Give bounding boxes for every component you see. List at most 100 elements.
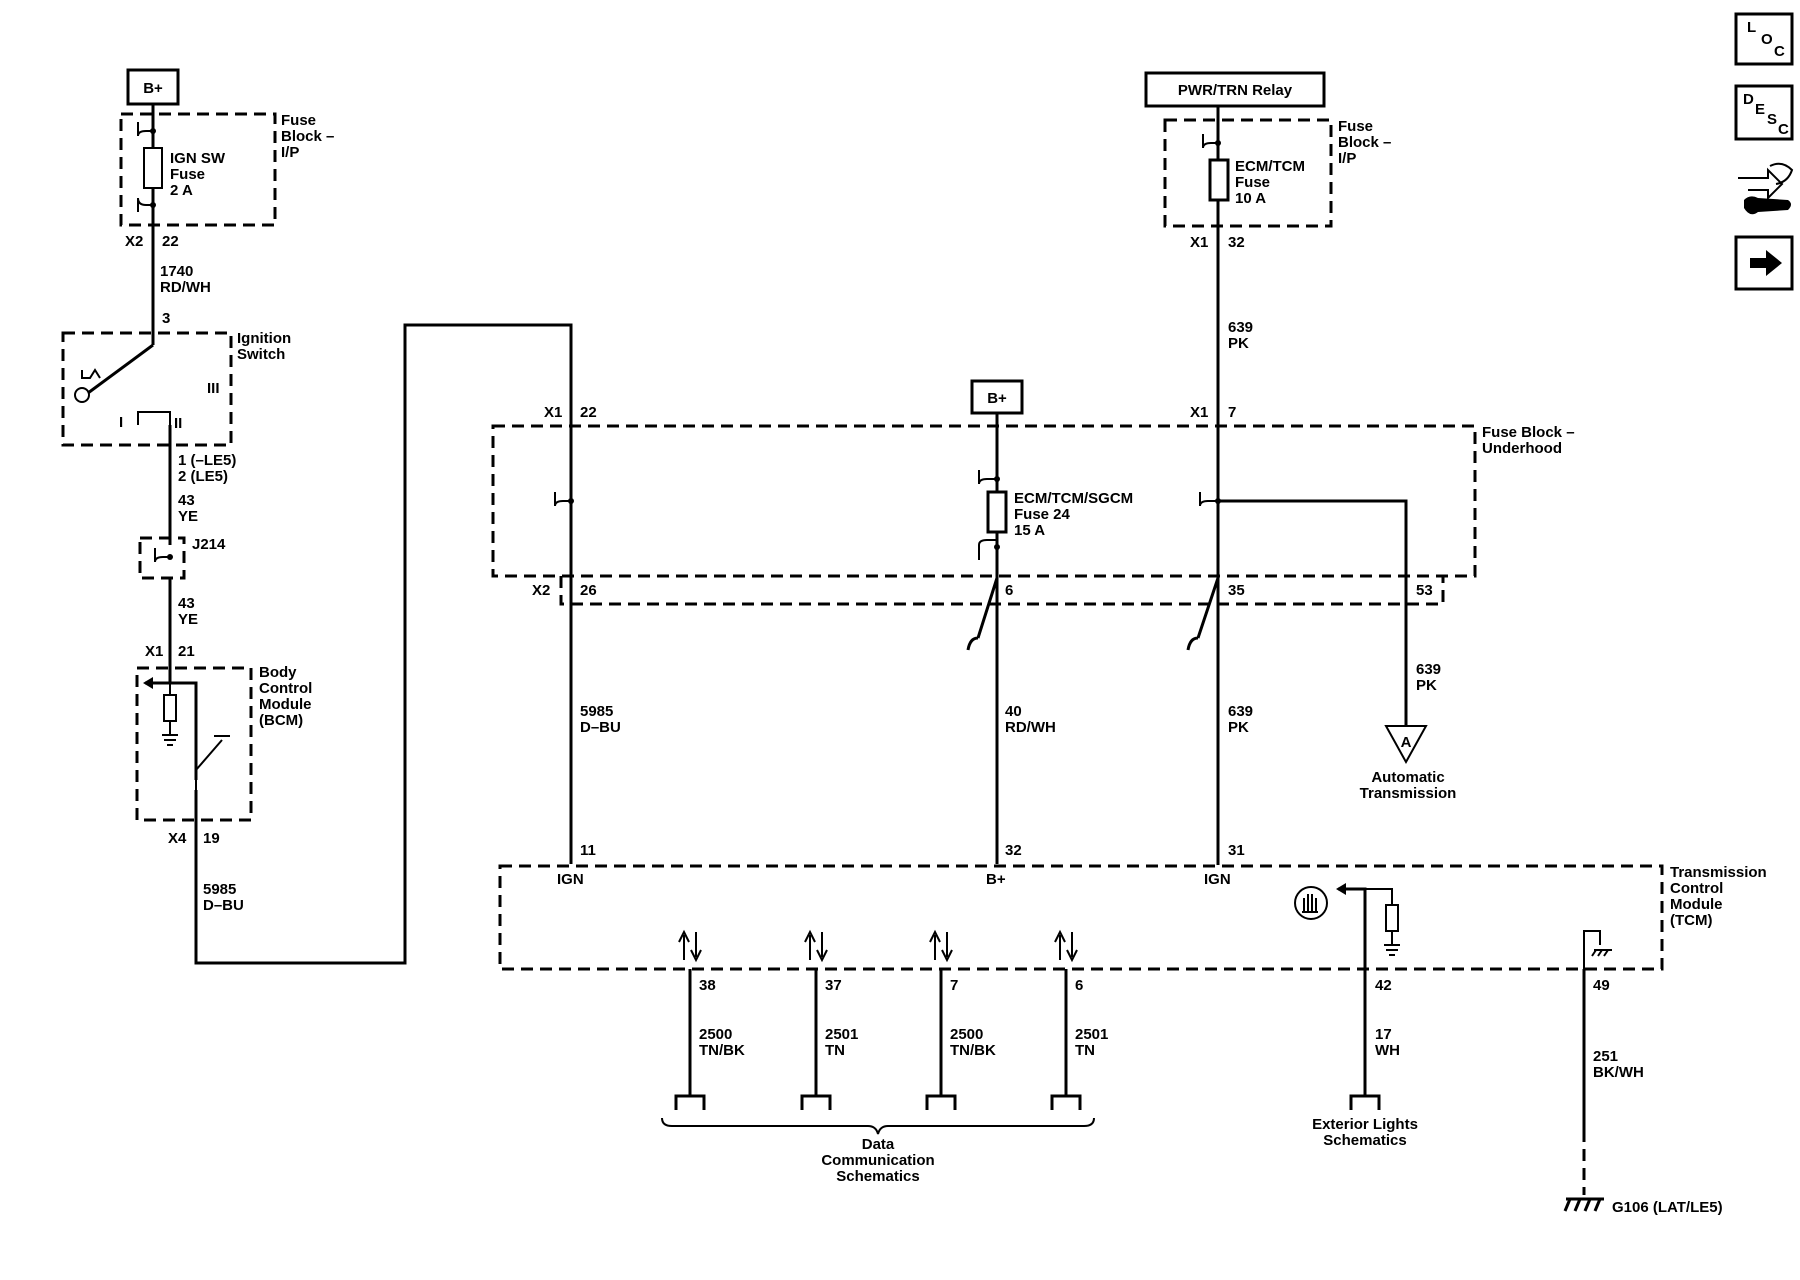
wire-43b-color: YE xyxy=(178,611,198,628)
conn-x2-left: X2 xyxy=(125,233,143,250)
pin-31-tcm: 31 xyxy=(1228,842,1245,859)
bidirectional-arrow-icon xyxy=(678,929,702,963)
wire-251-color: BK/WH xyxy=(1593,1064,1644,1081)
pin-35-underhood: 35 xyxy=(1228,582,1245,599)
wire-5985-mid-color: D–BU xyxy=(580,719,621,736)
ignition-switch-l2: Switch xyxy=(237,346,285,363)
desc-letter-e: E xyxy=(1755,101,1765,118)
underhood-title-l1: Fuse Block – xyxy=(1482,424,1575,441)
wire-1740-num: 1740 xyxy=(160,263,193,280)
ecm-fuse-l2: Fuse xyxy=(1235,174,1270,191)
wire-639-mid-num: 639 xyxy=(1228,703,1253,720)
loc-letter-o: O xyxy=(1761,31,1773,48)
fuse-block-underhood-box xyxy=(491,424,1477,578)
tcm-pin-42: 42 xyxy=(1375,977,1392,994)
next-arrow-button[interactable] xyxy=(1734,235,1794,291)
mid-wires: 5985 D–BU 40 RD/WH 639 PK 639 PK A Autom… xyxy=(580,661,1456,802)
pin-53-underhood: 53 xyxy=(1416,582,1433,599)
conn-x1-underhood-b: X1 xyxy=(1190,404,1208,421)
conn-x1-underhood-a: X1 xyxy=(544,404,562,421)
tcm-resistor-icon xyxy=(1385,904,1399,932)
exterior-l2: Schematics xyxy=(1323,1132,1406,1149)
nav-icons: L O C D E S C xyxy=(1734,12,1794,291)
wire-5985-left-num: 5985 xyxy=(203,881,236,898)
tcm-pin-6: 6 xyxy=(1075,977,1083,994)
ign-sw-fuse-icon xyxy=(143,147,163,189)
tcm-pin-38: 38 xyxy=(699,977,716,994)
ignition-key-icon xyxy=(74,387,90,403)
ecm-tcm-fuse-icon xyxy=(1208,158,1230,202)
wire-639b-num: 639 xyxy=(1416,661,1441,678)
wire-639-top-color: PK xyxy=(1228,335,1249,352)
bidirectional-arrow-icon xyxy=(804,929,828,963)
tcm-title-l3: Module xyxy=(1670,896,1723,913)
wire-5985-mid-num: 5985 xyxy=(580,703,613,720)
loc-button[interactable]: L O C xyxy=(1734,12,1794,66)
bplus-underhood-label: B+ xyxy=(987,390,1007,407)
conn-x2-underhood: X2 xyxy=(532,582,550,599)
fuse-block-ip-right-l1: Fuse xyxy=(1338,118,1373,135)
underhood-title-l2: Underhood xyxy=(1482,440,1562,457)
conn-x1-bcm: X1 xyxy=(145,643,163,660)
loc-letter-l: L xyxy=(1747,19,1756,36)
pin-21-bcm: 21 xyxy=(178,643,195,660)
tcm-wire-2500a-num: 2500 xyxy=(699,1026,732,1043)
tcm-wire-2500b-num: 2500 xyxy=(950,1026,983,1043)
left-circuit: B+ Fuse Block – I/P IGN SW Fuse 2 A X2 2… xyxy=(61,68,573,965)
hand-warning-icon xyxy=(1294,886,1328,920)
tcm-ground-symbol-icon xyxy=(1384,944,1400,956)
auto-trans-l2: Transmission xyxy=(1360,785,1457,802)
tcm-wire-2500b-color: TN/BK xyxy=(950,1042,996,1059)
fuse-block-ip-right-l2: Block – xyxy=(1338,134,1391,151)
tcm-pin-37: 37 xyxy=(825,977,842,994)
wire-17-color: WH xyxy=(1375,1042,1400,1059)
j214-box xyxy=(138,536,186,580)
desc-button[interactable]: D E S C xyxy=(1734,84,1794,141)
data-comm-l1: Data xyxy=(862,1136,895,1153)
bidirectional-arrow-icon xyxy=(929,929,953,963)
desc-letter-c: C xyxy=(1778,121,1789,138)
desc-letter-s: S xyxy=(1767,111,1777,128)
pwr-trn-relay-box xyxy=(1144,71,1326,108)
ignition-switch-l1: Ignition xyxy=(237,330,291,347)
pin-22-underhood: 22 xyxy=(580,404,597,421)
ecm-fuse-l3: 10 A xyxy=(1235,190,1266,207)
pwr-trn-relay-label: PWR/TRN Relay xyxy=(1178,82,1293,99)
tcm-title-l4: (TCM) xyxy=(1670,912,1712,929)
wire-43b-num: 43 xyxy=(178,595,195,612)
wire-5985-route xyxy=(194,323,573,965)
tcm-module: 11 32 31 IGN B+ IGN Transmission Control… xyxy=(498,842,1767,1216)
fuse-block-ip-left-l1: Fuse xyxy=(281,112,316,129)
g106-ground-icon xyxy=(1563,1197,1604,1212)
ign-fuse-l1: IGN SW xyxy=(170,150,226,167)
conn-x1-right: X1 xyxy=(1190,234,1208,251)
ign-fuse-l2: Fuse xyxy=(170,166,205,183)
bcm-input-arrow-icon xyxy=(143,677,153,689)
tcm-pin-49: 49 xyxy=(1593,977,1610,994)
pin-19-bcm: 19 xyxy=(203,830,220,847)
tcm-wire-2501b-color: TN xyxy=(1075,1042,1095,1059)
j214-label: J214 xyxy=(192,536,226,553)
tcm-input-arrow-icon xyxy=(1336,883,1346,895)
ign-fuse-l3: 2 A xyxy=(170,182,193,199)
bcm-resistor-icon xyxy=(163,694,177,722)
chassis-ground-icon xyxy=(1591,949,1612,957)
data-comm-arrows xyxy=(678,929,1078,963)
pin-32-right: 32 xyxy=(1228,234,1245,251)
diagnostic-tool-icon[interactable] xyxy=(1738,162,1794,215)
exterior-l1: Exterior Lights xyxy=(1312,1116,1418,1133)
tcm-title-l2: Control xyxy=(1670,880,1723,897)
loc-letter-c: C xyxy=(1774,43,1785,60)
ref-a-label: A xyxy=(1401,734,1412,751)
wire-1740-color: RD/WH xyxy=(160,279,211,296)
auto-trans-ref-triangle-icon xyxy=(1384,725,1428,765)
bidirectional-arrow-icon xyxy=(1054,929,1078,963)
pin-6-underhood: 6 xyxy=(1005,582,1013,599)
fuse-block-ip-right-l3: I/P xyxy=(1338,150,1356,167)
wire-251-num: 251 xyxy=(1593,1048,1618,1065)
pin-3-left: 3 xyxy=(162,310,170,327)
fuse24-l3: 15 A xyxy=(1014,522,1045,539)
pin-32-tcm: 32 xyxy=(1005,842,1022,859)
fuse-block-underhood: B+ X1 22 X1 7 Fuse Block – Underhood ECM… xyxy=(491,379,1575,864)
